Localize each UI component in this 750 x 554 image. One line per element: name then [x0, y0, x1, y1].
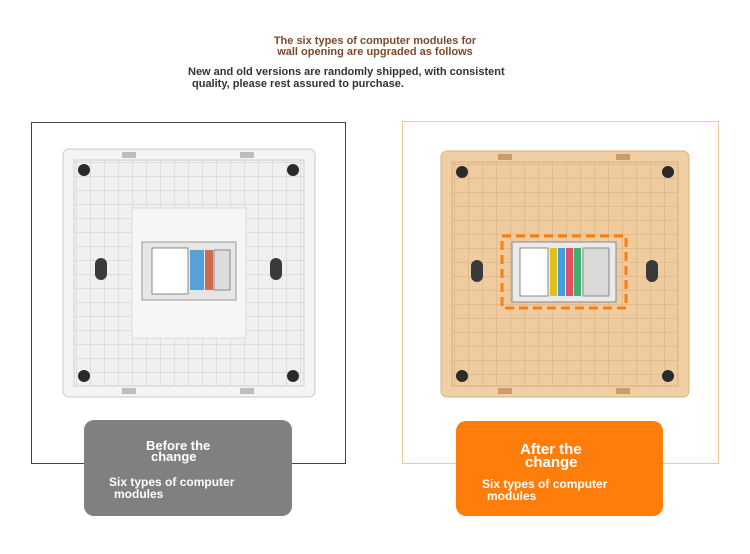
screw-hole-icon	[456, 166, 468, 178]
before-wall-panel-image	[62, 148, 316, 398]
screw-hole-icon	[78, 164, 90, 176]
after-wall-panel-image	[440, 150, 690, 398]
before-desc-line-2: modules	[114, 487, 164, 501]
headline-line-2: wall opening are upgraded as follows	[277, 46, 473, 58]
headline-line-1: The six types of computer modules for	[273, 35, 477, 47]
shipping-note-line-2: quality, please rest assured to purchase…	[192, 78, 404, 90]
screw-hole-icon	[456, 370, 468, 382]
after-title-line-1: After the	[520, 441, 582, 458]
after-desc-line-2: modules	[487, 489, 537, 503]
screw-hole-icon	[662, 166, 674, 178]
before-card-description: Six types of computer modules	[109, 476, 234, 500]
screw-hole-icon	[287, 370, 299, 382]
after-desc-line-1: Six types of computer	[482, 477, 608, 491]
before-change-card: Before the change Six types of computer …	[84, 420, 292, 516]
screw-hole-icon	[662, 370, 674, 382]
shipping-note: New and old versions are randomly shippe…	[188, 66, 608, 90]
headline: The six types of computer modules for wa…	[0, 36, 750, 58]
screw-hole-icon	[287, 164, 299, 176]
before-title-line-2: change	[151, 449, 197, 464]
before-title-line-1: Before the	[146, 438, 211, 453]
before-desc-line-1: Six types of computer	[109, 475, 235, 489]
shipping-note-line-1: New and old versions are randomly shippe…	[188, 66, 505, 78]
after-card-description: Six types of computer modules	[482, 478, 607, 502]
before-card-title: Before the change	[146, 438, 211, 464]
screw-hole-icon	[78, 370, 90, 382]
after-change-card: After the change Six types of computer m…	[456, 421, 663, 516]
after-title-line-2: change	[525, 454, 578, 471]
after-card-title: After the change	[520, 441, 582, 471]
